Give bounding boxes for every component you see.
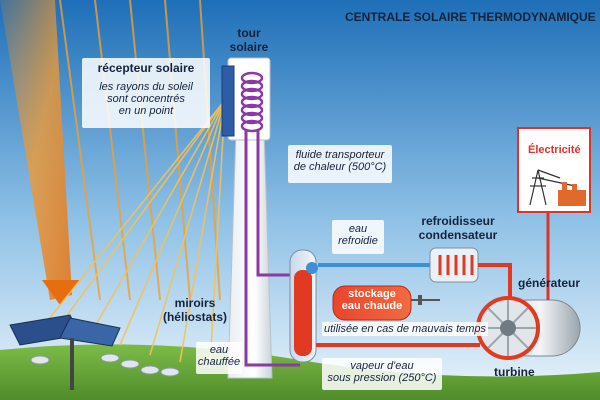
reflected-rays [39, 99, 226, 369]
ground [0, 344, 600, 400]
sun-beam [0, 0, 72, 300]
mirrors-line2: (héliostats) [162, 310, 227, 324]
receiver-label-box: récepteur solaire les rayons du soleil s… [82, 58, 210, 128]
exchanger-cold-spot [306, 262, 318, 274]
storage-line2: eau chaude [341, 300, 403, 312]
heliostat-main [9, 314, 121, 390]
heated-water-line2: chauffée [197, 356, 241, 368]
storage-note: utilisée en cas de mauvais temps [322, 322, 489, 336]
pylon-icon [529, 169, 576, 206]
sun-beam-arrow [42, 280, 80, 305]
receiver-desc-line1: les rayons du soleil [99, 81, 193, 93]
turbine-label: turbine [494, 365, 535, 379]
turbine-hub [500, 320, 516, 336]
cold-water-line2: refroidie [338, 235, 378, 247]
fluid-label-line2: de chaleur (500°C) [293, 161, 387, 173]
receiver-title: récepteur solaire [97, 61, 195, 75]
diagram-title: CENTRALE SOLAIRE THERMODYNAMIQUE [345, 10, 596, 24]
electricity-panel [517, 127, 591, 213]
heliostats [9, 314, 180, 390]
condenser-line1: refroidisseur [421, 214, 495, 228]
heliostat-small [100, 353, 120, 363]
storage-valve [418, 295, 422, 305]
receiver-desc-line2: sont concentrés [107, 93, 185, 105]
exchanger-hot [294, 270, 312, 356]
storage-label: stockage eau chaude [333, 288, 411, 312]
heated-water-line1: eau [209, 344, 229, 356]
steam-label-box: vapeur d'eau sous pression (250°C) [322, 358, 442, 390]
condenser-coil [438, 255, 474, 275]
receiver-desc-line3: en un point [118, 105, 174, 117]
steam-pipes [316, 263, 512, 347]
heliostat-small [140, 365, 160, 375]
tower-body [227, 129, 273, 379]
mirrors-label: miroirs (héliostats) [157, 296, 233, 324]
cold-water-line1: eau [348, 223, 368, 235]
steam-line1: vapeur d'eau [350, 360, 414, 372]
fluid-label-line1: fluide transporteur [295, 149, 385, 161]
heliostat-small [120, 359, 140, 369]
mirrors-line1: miroirs [174, 296, 216, 310]
steam-line2: sous pression (250°C) [327, 372, 437, 384]
storage-tank [332, 285, 412, 321]
factory-icon [558, 182, 586, 206]
tower-label-line1: tour [237, 26, 261, 40]
heliostat-small [30, 355, 50, 365]
receiver-coil [240, 71, 264, 133]
heliostat-small [160, 367, 180, 377]
receiver-panel [221, 65, 235, 137]
electricity-label: Électricité [528, 144, 581, 156]
condenser-label: refroidisseur condensateur [408, 214, 508, 242]
condenser-line2: condensateur [418, 228, 498, 242]
storage-line1: stockage [348, 288, 396, 300]
generator-label: générateur [518, 276, 581, 290]
tower-label-line2: solaire [229, 40, 269, 54]
fluid-pipes [244, 130, 300, 367]
tower-label: tour solaire [226, 26, 272, 54]
cold-water-label-box: eau refroidie [332, 220, 384, 254]
fluid-label-box: fluide transporteur de chaleur (500°C) [288, 145, 392, 183]
heated-water-label-box: eau chauffée [196, 342, 242, 374]
